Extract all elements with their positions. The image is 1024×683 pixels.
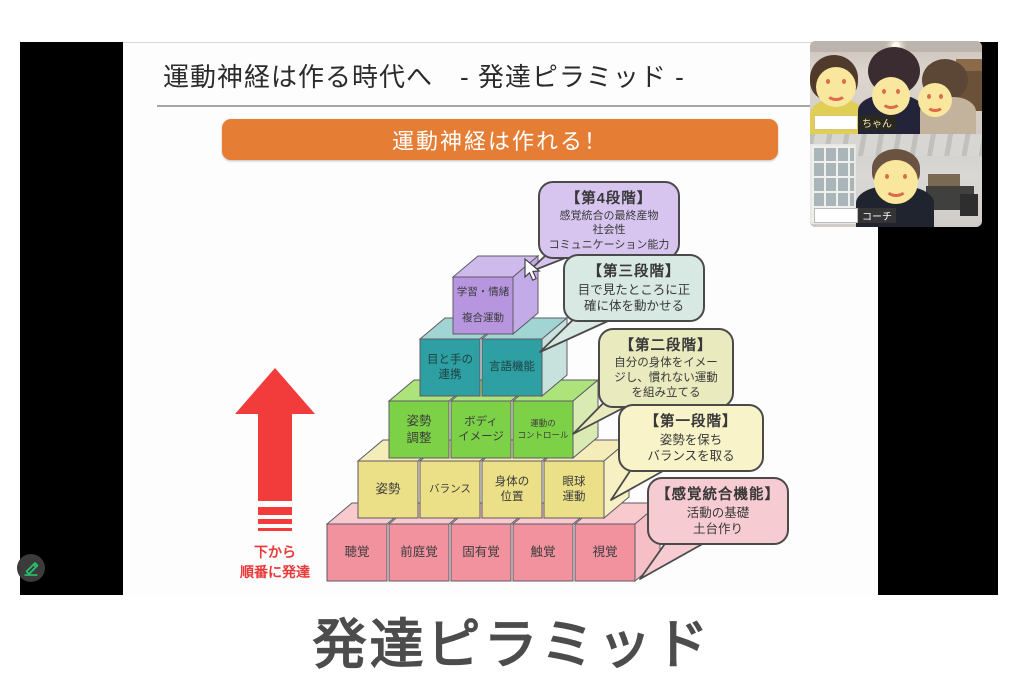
video-tile-participant[interactable]: ちゃん — [810, 41, 982, 134]
stage3-bubble-title: 【第三段階】 — [587, 264, 681, 280]
sensory-bubble-body: 活動の基礎 土台作り — [686, 506, 750, 537]
stage1-bubble: 【第一段階】 姿勢を保ち バランスを取る — [618, 404, 764, 472]
slide-banner: 運動神経は作れる！ — [222, 119, 778, 160]
presentation-slide: 運動神経は作る時代へ - 発達ピラミッド - 運動神経は作れる！ — [123, 42, 878, 596]
footer-caption: 発達ピラミッド — [312, 614, 712, 675]
participant-name: ちゃん — [858, 115, 896, 130]
equipment — [960, 194, 978, 216]
coach-name: コーチ — [858, 208, 896, 223]
upward-arrow — [235, 368, 315, 531]
stage2-bubble-body: 自分の身体をイメー ジし、慣れない運動 を組み立てる — [614, 357, 718, 399]
stage2-bubble: 【第二段階】 自分の身体をイメー ジし、慣れない運動 を組み立てる — [598, 328, 734, 408]
stage4-bubble: 【第4段階】 感覚統合の最終産物 社会性 コミュニケーション能力 — [538, 181, 680, 259]
smiley-face-sticker — [872, 77, 910, 115]
smiley-face-sticker — [816, 67, 856, 107]
name-censor-box — [814, 208, 858, 223]
shelf — [928, 174, 960, 186]
ceiling-light — [892, 42, 900, 50]
pyramid-row-top — [451, 254, 540, 336]
smiley-face-sticker — [918, 83, 952, 117]
stage1-bubble-title: 【第一段階】 — [644, 414, 738, 430]
sensory-bubble-title: 【感覚統合機能】 — [656, 487, 780, 503]
participant-name-badge: ちゃん — [814, 115, 896, 130]
window — [810, 144, 856, 224]
coach-name-badge: コーチ — [814, 208, 896, 223]
slide-banner-label: 運動神経は作れる！ — [391, 128, 608, 154]
stage3-bubble: 【第三段階】 目で見たところに正 確に体を動かせる — [563, 254, 705, 322]
video-tile-coach[interactable]: コーチ — [810, 134, 982, 227]
stage4-bubble-title: 【第4段階】 — [565, 191, 653, 207]
pencil-icon — [24, 562, 39, 576]
annotate-pencil-button[interactable] — [17, 554, 45, 582]
arrow-caption: 下から 順番に発達 — [240, 544, 310, 581]
stage2-bubble-title: 【第二段階】 — [619, 338, 713, 354]
video-panel: ちゃん コーチ — [810, 41, 982, 227]
smiley-face-sticker — [874, 160, 918, 204]
stage1-bubble-body: 姿勢を保ち バランスを取る — [647, 433, 735, 464]
name-censor-box — [814, 115, 858, 130]
stage4-bubble-body: 感覚統合の最終産物 社会性 コミュニケーション能力 — [548, 210, 670, 251]
mouse-cursor — [524, 257, 541, 282]
slide-title: 運動神経は作る時代へ - 発達ピラミッド - — [163, 62, 685, 92]
stage3-bubble-body: 目で見たところに正 確に体を動かせる — [577, 283, 691, 314]
sensory-bubble: 【感覚統合機能】 活動の基礎 土台作り — [647, 477, 789, 545]
pyramid-row-third — [387, 378, 600, 460]
